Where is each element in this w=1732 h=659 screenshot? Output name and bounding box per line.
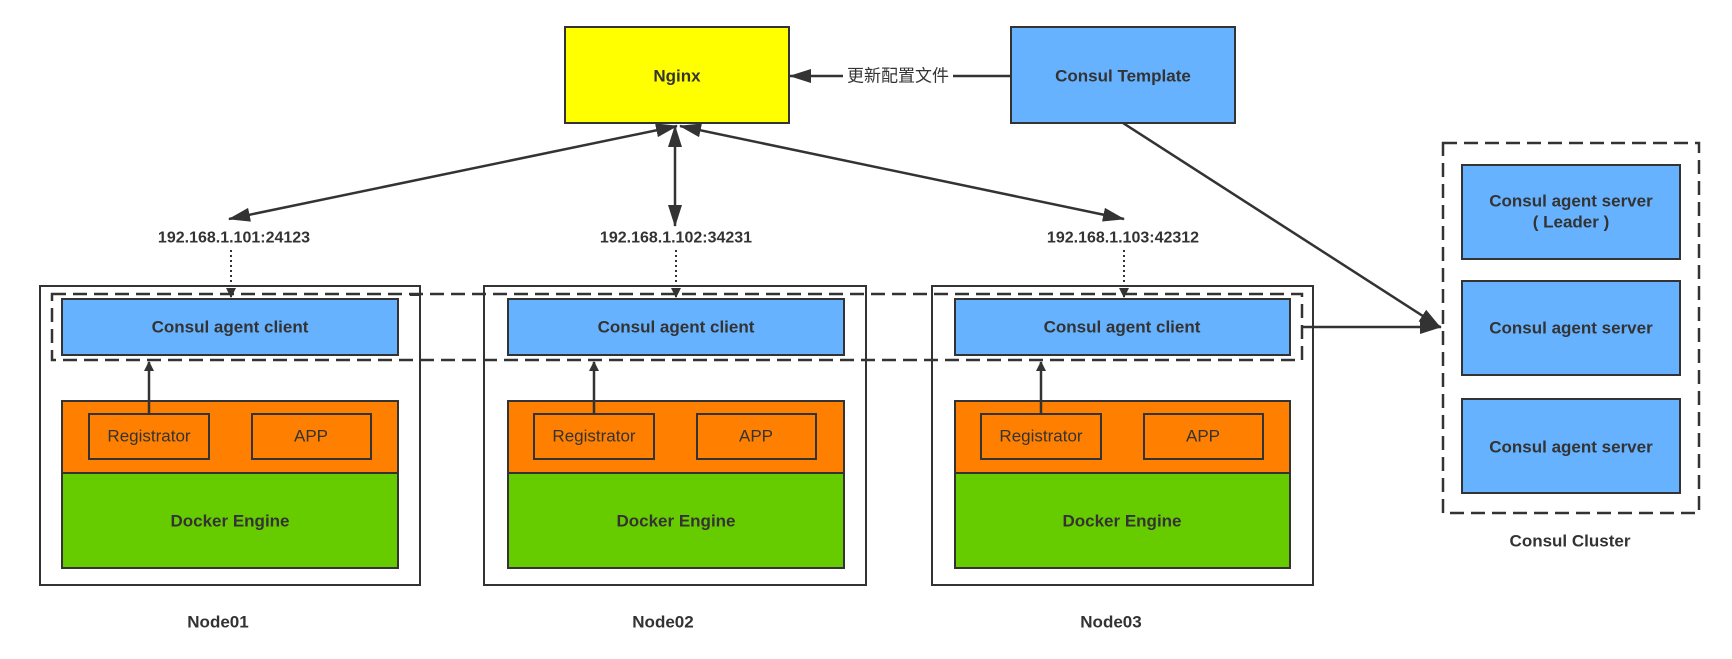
- svg-text:Consul agent server: Consul agent server: [1489, 438, 1653, 457]
- registrator-label: Registrator: [999, 427, 1082, 446]
- svg-text:Nginx: Nginx: [653, 67, 701, 86]
- consul-server-leader: Consul agent server ( Leader ): [1461, 164, 1681, 260]
- node03-label: Node03: [1080, 613, 1141, 632]
- registrator-label: Registrator: [107, 427, 190, 446]
- app-label: APP: [294, 427, 328, 446]
- registrator-label: Registrator: [552, 427, 635, 446]
- consul-cluster-label: Consul Cluster: [1510, 532, 1631, 551]
- node03-address: 192.168.1.103:42312: [1047, 230, 1199, 247]
- svg-text:Consul agent server: Consul agent server: [1489, 192, 1653, 211]
- svg-text:Consul agent client: Consul agent client: [152, 318, 309, 337]
- nginx-node03-arrow: [679, 123, 1125, 222]
- node02-stack: Registrator APP Docker Engine: [507, 400, 845, 569]
- svg-text:Consul Template: Consul Template: [1055, 67, 1191, 86]
- docker-engine-label: Docker Engine: [616, 512, 735, 531]
- update-config-label: 更新配置文件: [847, 67, 949, 86]
- consul-server-3: Consul agent server: [1461, 398, 1681, 494]
- nginx-box: Nginx: [564, 26, 790, 124]
- docker-engine: [507, 472, 845, 569]
- app-box: [1143, 413, 1264, 460]
- consul-template-box: Consul Template: [1010, 26, 1236, 124]
- docker-engine-label: Docker Engine: [170, 512, 289, 531]
- svg-text:Consul agent client: Consul agent client: [598, 318, 755, 337]
- app-box: [251, 413, 372, 460]
- node03-consul-agent-client: Consul agent client: [954, 298, 1291, 356]
- docker-engine: [954, 472, 1291, 569]
- node02-address: 192.168.1.102:34231: [600, 230, 752, 247]
- consul-server-2: Consul agent server: [1461, 280, 1681, 376]
- nginx-node01-arrow: [228, 123, 678, 222]
- svg-text:Consul agent server: Consul agent server: [1489, 319, 1653, 338]
- docker-engine-label: Docker Engine: [1062, 512, 1181, 531]
- node01-address: 192.168.1.101:24123: [158, 230, 310, 247]
- template-to-cluster-arrow: [1122, 121, 1441, 329]
- app-box: [696, 413, 817, 460]
- consul-cluster-frame: [1441, 141, 1701, 515]
- node02-label: Node02: [632, 613, 693, 632]
- node01-label: Node01: [187, 613, 248, 632]
- app-label: APP: [1186, 427, 1220, 446]
- node03-frame: [931, 285, 1314, 586]
- svg-text:( Leader ): ( Leader ): [1533, 213, 1610, 232]
- app-label: APP: [739, 427, 773, 446]
- svg-text:Consul agent client: Consul agent client: [1044, 318, 1201, 337]
- node01-consul-agent-client: Consul agent client: [61, 298, 399, 356]
- node03-stack: Registrator APP Docker Engine: [954, 400, 1291, 569]
- node01-stack: Registrator APP Docker Engine: [61, 400, 399, 569]
- docker-engine: [61, 472, 399, 569]
- node02-consul-agent-client: Consul agent client: [507, 298, 845, 356]
